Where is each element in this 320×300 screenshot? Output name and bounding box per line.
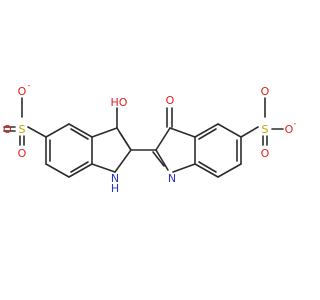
left-charge: - xyxy=(28,81,31,90)
chemical-structure-diagram: O - S O O HO N H O N O S O - O xyxy=(3,81,297,195)
left-sulfonate-bonds xyxy=(3,97,47,146)
right-benzene-ring xyxy=(194,123,242,178)
nh-hydrogen: H xyxy=(111,182,119,195)
right-sulfonate-o-bottom: O xyxy=(261,147,270,160)
right-charge: - xyxy=(294,119,297,128)
right-five-membered-ring xyxy=(152,107,196,173)
hydroxyl-label: HO xyxy=(111,96,128,109)
left-pyrrole-ring xyxy=(91,107,132,173)
ketone-oxygen: O xyxy=(166,94,175,107)
left-sulfonate-o-bottom: O xyxy=(18,147,27,160)
left-sulfur: S xyxy=(19,123,26,136)
right-sulfonate-o-top: O xyxy=(261,85,270,98)
left-sulfonate-o-left: O xyxy=(3,123,12,136)
imine-nitrogen: N xyxy=(168,172,176,185)
left-benzene-ring xyxy=(45,123,93,178)
nh-nitrogen: N xyxy=(111,172,119,185)
left-sulfonate-o-top: O xyxy=(18,85,27,98)
right-sulfur: S xyxy=(262,123,269,136)
right-sulfonate-o-right: O xyxy=(285,123,294,136)
right-sulfonate-bonds xyxy=(240,97,284,146)
